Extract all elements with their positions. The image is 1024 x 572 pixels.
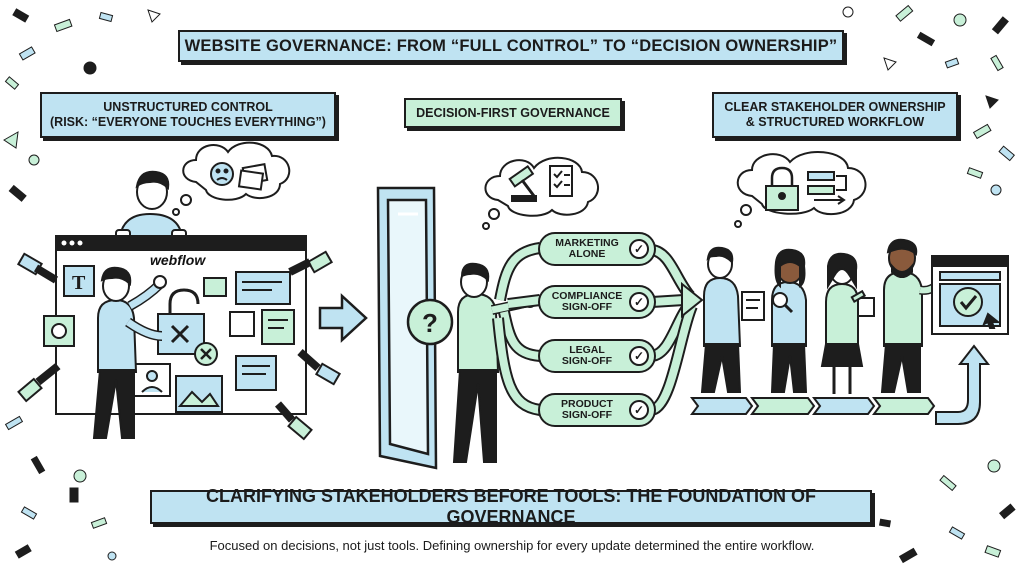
check-icon: ✓ <box>629 239 649 259</box>
arrow-right-1 <box>318 293 368 343</box>
signoff-compliance-label: COMPLIANCE SIGN-OFF <box>548 291 626 313</box>
signoff-compliance-line1: COMPLIANCE <box>551 290 623 302</box>
signoff-product-line2: SIGN-OFF <box>561 409 613 421</box>
panel-1-label: UNSTRUCTURED CONTROL (RISK: “EVERYONE TO… <box>40 92 336 138</box>
signoff-marketing-line2: ALONE <box>568 248 606 260</box>
reaching-hands <box>16 250 342 441</box>
signoff-legal-line1: LEGAL <box>569 344 605 356</box>
panel-3-label-line1: CLEAR STAKEHOLDER OWNERSHIP <box>724 100 946 114</box>
browser-window: T <box>43 235 307 415</box>
tall-screen: ? <box>376 186 454 470</box>
check-icon: ✓ <box>629 400 649 420</box>
signoff-marketing-line1: MARKETING <box>555 237 619 249</box>
person-pointing <box>452 262 536 463</box>
main-title-text: WEBSITE GOVERNANCE: FROM “FULL CONTROL” … <box>184 36 838 55</box>
panel-1-label-text: UNSTRUCTURED CONTROL (RISK: “EVERYONE TO… <box>50 100 326 130</box>
signoff-legal-line2: SIGN-OFF <box>561 355 613 367</box>
check-icon: ✓ <box>629 292 649 312</box>
stakeholder-2 <box>770 248 808 393</box>
bottom-banner: CLARIFYING STAKEHOLDERS BEFORE TOOLS: TH… <box>150 486 872 527</box>
panel-3-label: CLEAR STAKEHOLDER OWNERSHIP & STRUCTURED… <box>712 92 958 138</box>
panel-1-label-line2: (RISK: “EVERYONE TOUCHES EVERYTHING”) <box>50 115 326 129</box>
browser-brand-label: webflow <box>150 252 206 268</box>
workflow-conveyor <box>690 344 991 425</box>
panel-2-label-line1: DECISION-FIRST GOVERNANCE <box>416 106 610 120</box>
signoff-marketing-label: MARKETING ALONE <box>548 238 626 260</box>
svg-text:?: ? <box>422 308 438 338</box>
person-thumbs-up <box>92 266 167 439</box>
thought-cloud-gavel <box>482 156 599 230</box>
approved-browser-window <box>931 255 1009 335</box>
panel-2-label: DECISION-FIRST GOVERNANCE <box>404 98 622 128</box>
signoff-compliance-line2: SIGN-OFF <box>561 301 613 313</box>
converge-arrowhead <box>681 281 704 319</box>
main-title: WEBSITE GOVERNANCE: FROM “FULL CONTROL” … <box>178 30 844 62</box>
signoff-legal-label: LEGAL SIGN-OFF <box>548 345 626 367</box>
bottom-banner-text: CLARIFYING STAKEHOLDERS BEFORE TOOLS: TH… <box>206 486 816 527</box>
svg-text:T: T <box>72 272 86 294</box>
stakeholder-3 <box>820 252 875 394</box>
decision-paths <box>492 242 698 416</box>
thought-cloud-worried <box>172 141 291 216</box>
thought-cloud-lock-flow <box>734 151 867 228</box>
panel-clear-ownership <box>690 151 1009 425</box>
panel-3-label-text: CLEAR STAKEHOLDER OWNERSHIP & STRUCTURED… <box>724 100 945 130</box>
subtitle: Focused on decisions, not just tools. De… <box>209 538 815 553</box>
person-peeking <box>115 170 187 240</box>
panel-unstructured-control: T <box>16 141 342 441</box>
stakeholder-4 <box>880 238 942 393</box>
panel-1-label-line1: UNSTRUCTURED CONTROL <box>103 100 273 114</box>
signoff-marketing: MARKETING ALONE ✓ <box>538 232 656 266</box>
check-icon: ✓ <box>629 346 649 366</box>
confetti <box>3 4 1016 564</box>
signoff-compliance: COMPLIANCE SIGN-OFF ✓ <box>538 285 656 319</box>
panel-3-label-line2: & STRUCTURED WORKFLOW <box>745 115 925 129</box>
stakeholder-1 <box>700 246 765 393</box>
signoff-legal: LEGAL SIGN-OFF ✓ <box>538 339 656 373</box>
signoff-product-label: PRODUCT SIGN-OFF <box>548 399 626 421</box>
panel-decision-first: ? <box>376 156 704 470</box>
signoff-product: PRODUCT SIGN-OFF ✓ <box>538 393 656 427</box>
signoff-product-line1: PRODUCT <box>561 398 613 410</box>
